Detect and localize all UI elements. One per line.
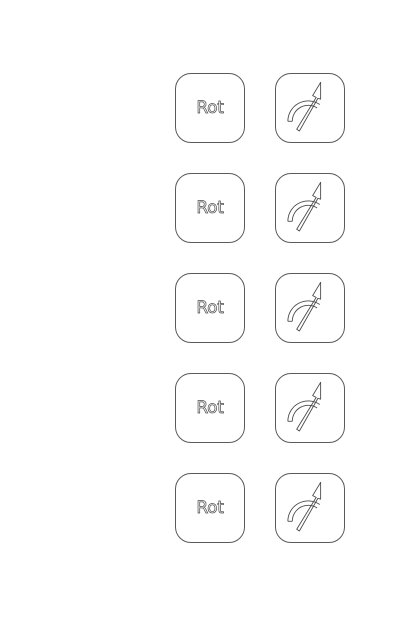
rot-button[interactable]: Rot bbox=[175, 173, 245, 243]
rot-button[interactable]: Rot bbox=[175, 73, 245, 143]
rotate-button[interactable] bbox=[275, 173, 345, 243]
rot-button-label: Rot bbox=[196, 97, 224, 118]
rotate-button[interactable] bbox=[275, 73, 345, 143]
rotate-arc-arrow-icon bbox=[279, 277, 341, 339]
rot-button-label: Rot bbox=[196, 197, 224, 218]
rot-button[interactable]: Rot bbox=[175, 373, 245, 443]
rot-button-label: Rot bbox=[196, 297, 224, 318]
rotate-button[interactable] bbox=[275, 373, 345, 443]
rot-button-label: Rot bbox=[196, 397, 224, 418]
rot-button[interactable]: Rot bbox=[175, 473, 245, 543]
rot-button-label: Rot bbox=[196, 497, 224, 518]
rotate-button[interactable] bbox=[275, 473, 345, 543]
rotate-arc-arrow-icon bbox=[279, 77, 341, 139]
rotate-arc-arrow-icon bbox=[279, 477, 341, 539]
rot-button[interactable]: Rot bbox=[175, 273, 245, 343]
rotate-arc-arrow-icon bbox=[279, 177, 341, 239]
rotate-button[interactable] bbox=[275, 273, 345, 343]
rotate-arc-arrow-icon bbox=[279, 377, 341, 439]
